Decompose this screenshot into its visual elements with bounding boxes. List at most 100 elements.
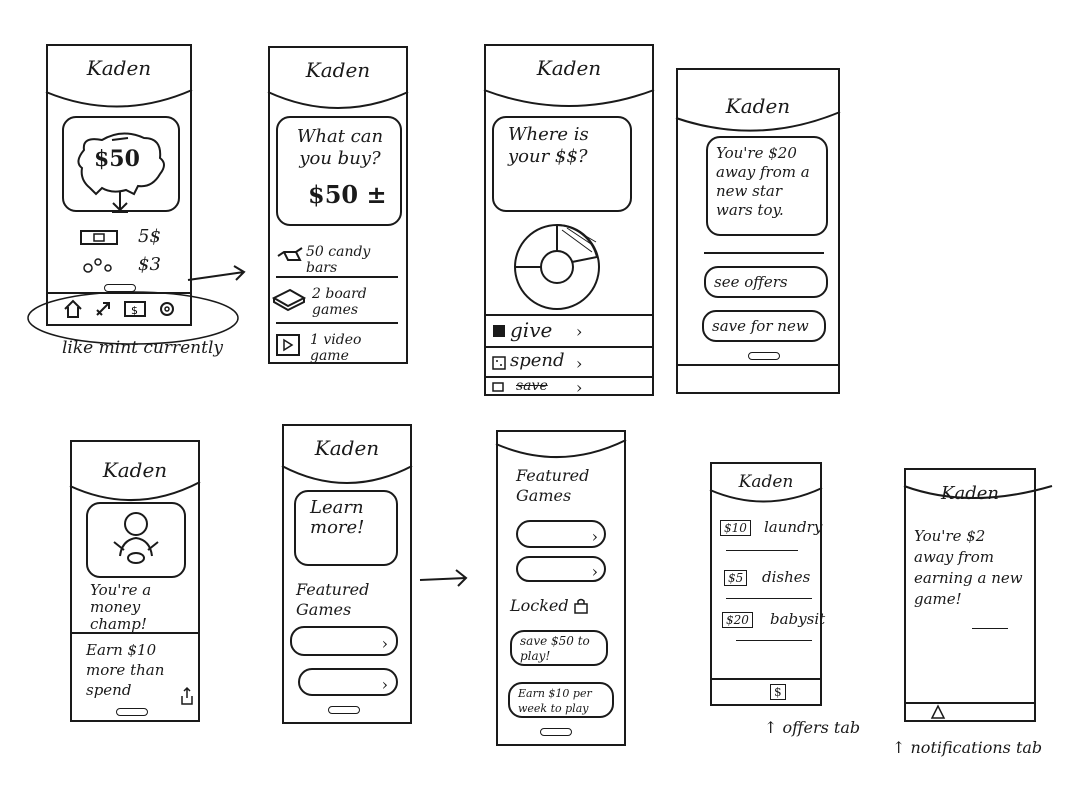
locked-heading: Locked xyxy=(510,596,569,615)
chevron-right-icon: › xyxy=(576,354,583,373)
featured-game-2[interactable]: › xyxy=(298,668,398,696)
offer-amount: $5 xyxy=(724,570,748,586)
row-divider xyxy=(678,364,838,366)
page-dots xyxy=(328,706,360,714)
tabbar-divider xyxy=(712,678,820,680)
screen-9: Kaden You're $2 away from earning a new … xyxy=(903,468,1053,722)
locked-game-earn[interactable]: Earn $10 per week to play xyxy=(508,682,614,718)
screen-7: Featured Games › › Locked save $50 to pl… xyxy=(495,430,627,746)
offer-task[interactable]: dishes xyxy=(762,568,811,586)
like-mint-note: like mint currently xyxy=(62,338,223,358)
header-curve xyxy=(45,89,193,108)
locked-game-earn-label: Earn $10 per week to play xyxy=(518,687,592,715)
arrow-right-icon xyxy=(419,569,468,587)
buy-prompt: What can you buy? xyxy=(296,126,384,169)
row-divider xyxy=(736,640,812,641)
curved-arrow-icon: ↑ xyxy=(892,738,911,757)
down-arrow-icon xyxy=(112,192,128,213)
buy-item[interactable]: 2 board games xyxy=(312,286,367,318)
bill-icon xyxy=(80,230,118,245)
champ-figure-icon xyxy=(113,512,159,564)
offers-tab-label: offers tab xyxy=(782,718,861,737)
candy-icon xyxy=(277,247,303,261)
locked-game-save[interactable]: save $50 to play! xyxy=(510,630,608,666)
champ-card xyxy=(86,502,186,578)
menu-item-spend[interactable]: spend xyxy=(510,350,565,371)
message-card: You're $20 away from a new star wars toy… xyxy=(706,136,828,236)
chevron-right-icon: › xyxy=(576,378,583,397)
learn-more: Learn more! xyxy=(310,497,365,538)
see-offers-button[interactable]: see offers xyxy=(704,266,828,298)
save-icon xyxy=(492,382,504,392)
buy-item[interactable]: 1 video game xyxy=(310,332,362,364)
where-prompt: Where is your $$? xyxy=(508,124,589,167)
header-curve xyxy=(903,485,1053,499)
what-can-you-buy-card: What can you buy? $50 ± xyxy=(276,116,402,226)
featured-game-2[interactable]: › xyxy=(516,556,606,582)
row-divider xyxy=(704,252,824,254)
home-icon[interactable] xyxy=(64,299,82,318)
chevron-right-icon: › xyxy=(381,675,388,694)
header-curve xyxy=(69,481,201,501)
coins-icon xyxy=(83,258,112,273)
offers-tab-note: ↑ offers tab xyxy=(764,718,860,737)
tabbar-highlight-ellipse xyxy=(27,291,239,345)
screen-title: Kaden xyxy=(941,483,999,504)
offer-task[interactable]: babysit xyxy=(770,610,826,628)
page-dots xyxy=(748,352,780,360)
featured-game-1[interactable]: › xyxy=(290,626,398,656)
row-divider xyxy=(72,632,198,634)
video-game-icon xyxy=(276,334,300,356)
screen-title: Kaden xyxy=(305,58,371,82)
screen-2: Kaden What can you buy? $50 ± 50 candy b… xyxy=(267,46,409,364)
screen-5: Kaden You're a money champ! Earn $10 mor… xyxy=(69,440,201,722)
board-game-icon xyxy=(271,288,307,312)
row-divider xyxy=(486,376,652,378)
header-curve xyxy=(281,465,413,484)
offers-tab-icon[interactable]: $ xyxy=(770,684,786,700)
row-divider xyxy=(726,550,798,551)
notifications-tab-label: notifications tab xyxy=(910,738,1043,757)
offer-amount: $10 xyxy=(720,520,751,536)
piggy-amount: $50 xyxy=(94,146,140,172)
screen-title: Kaden xyxy=(314,436,380,460)
share-icon[interactable] xyxy=(180,686,194,706)
row-divider xyxy=(486,346,652,348)
featured-game-1[interactable]: › xyxy=(516,520,606,548)
screen-title: Kaden xyxy=(738,472,794,492)
curved-arrow-icon: ↑ xyxy=(764,718,783,737)
learn-more-card[interactable]: Learn more! xyxy=(294,490,398,566)
donut-chart-icon xyxy=(514,224,600,310)
screen-6: Kaden Learn more! Featured Games › › xyxy=(281,424,413,724)
screen-8: Kaden $10 laundry $5 dishes $20 babysit … xyxy=(709,462,826,706)
chevron-right-icon: › xyxy=(381,634,388,653)
tabbar-divider xyxy=(906,702,1034,704)
header-curve xyxy=(675,111,841,132)
offer-task[interactable]: laundry xyxy=(764,518,823,536)
buy-item[interactable]: 50 candy bars xyxy=(306,244,371,276)
page-dots xyxy=(116,708,148,716)
menu-item-save[interactable]: save xyxy=(516,378,548,394)
rocket-icon[interactable] xyxy=(94,300,112,318)
where-is-money-card: Where is your $$? xyxy=(492,116,632,212)
header-curve xyxy=(495,439,627,458)
chevron-right-icon: › xyxy=(576,322,583,341)
coins-value: $3 xyxy=(138,254,161,275)
arrow-right-icon xyxy=(187,265,246,281)
earn-goal: Earn $10 more than spend xyxy=(86,641,165,699)
bell-icon[interactable] xyxy=(930,704,946,720)
tabbar-divider xyxy=(48,292,190,294)
screen-3: Kaden Where is your $$? give › spend › s… xyxy=(483,44,655,397)
gear-icon[interactable] xyxy=(158,300,176,318)
header-curve xyxy=(483,89,655,107)
row-divider xyxy=(276,276,398,278)
screen-title: Kaden xyxy=(536,56,602,80)
lock-icon xyxy=(574,598,588,614)
bills-value: 5$ xyxy=(138,226,161,247)
dollar-icon[interactable]: $ xyxy=(124,300,146,318)
spend-icon xyxy=(492,356,506,370)
goal-message: You're $20 away from a new star wars toy… xyxy=(716,144,810,219)
svg-text:$: $ xyxy=(131,304,138,317)
save-for-new-button[interactable]: save for new xyxy=(702,310,826,342)
menu-item-give[interactable]: give xyxy=(510,318,553,342)
